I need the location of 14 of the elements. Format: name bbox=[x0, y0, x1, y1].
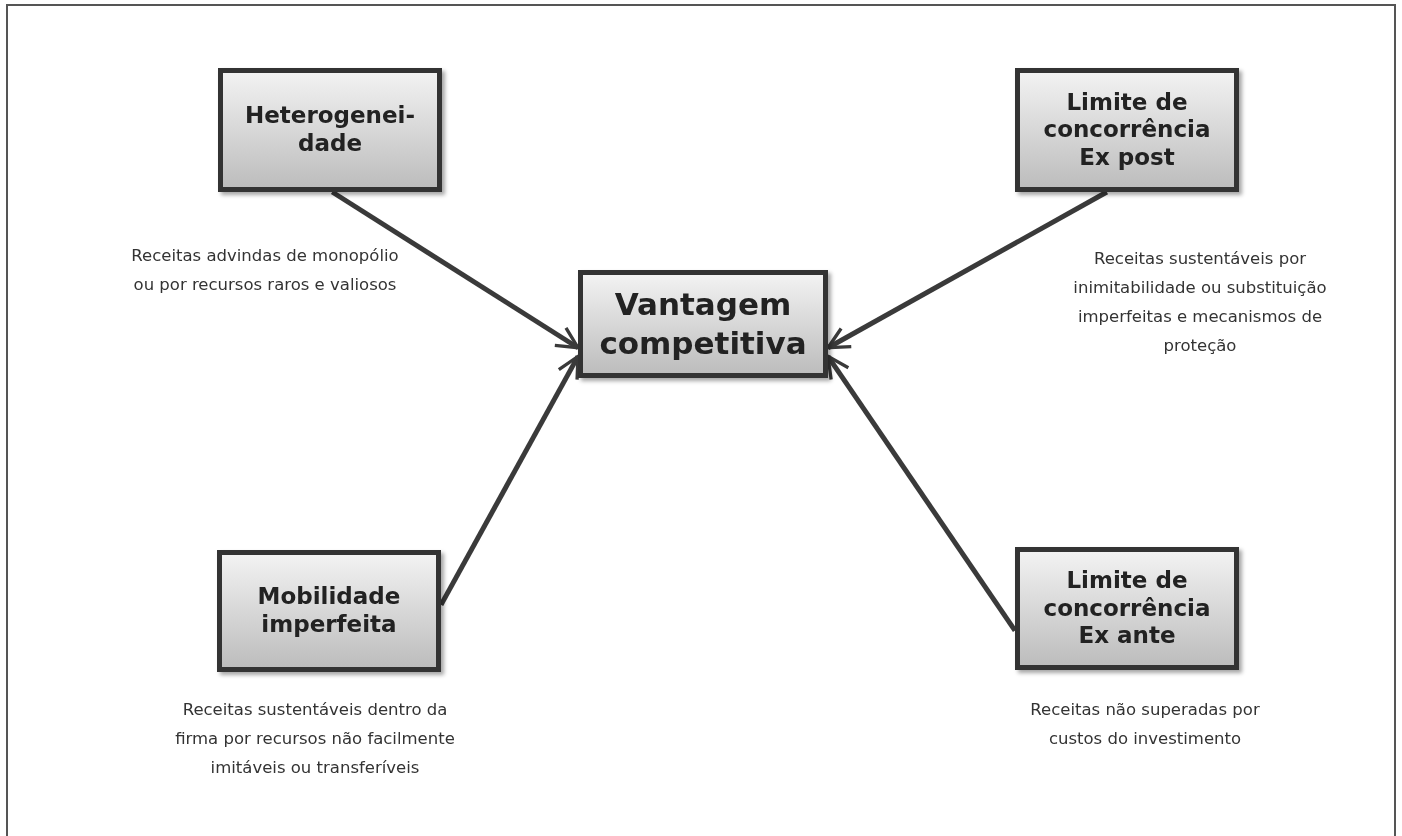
concept-box bbox=[1015, 68, 1239, 192]
description-text: Receitas sustentáveis por inimitabilidade ou substituição imperfeitas e mecanismos de proteção bbox=[1072, 248, 1328, 357]
concept-box bbox=[1015, 547, 1239, 670]
concept-box bbox=[218, 68, 442, 192]
description-text: Receitas não superadas por custos do investimento bbox=[1029, 699, 1261, 750]
description-text: Receitas sustentáveis dentro da firma por recursos não facilmente imitáveis ou transferíveis bbox=[174, 699, 456, 779]
box-title: Heterogenei- dade bbox=[243, 102, 417, 158]
concept-box bbox=[217, 550, 441, 672]
box-title: Vantagem competitiva bbox=[599, 285, 807, 363]
concept-box bbox=[578, 270, 828, 378]
box-title: Limite de concorrência Ex post bbox=[1042, 88, 1212, 172]
box-title: Mobilidade imperfeita bbox=[256, 583, 402, 639]
description-text: Receitas advindas de monopólio ou por recursos raros e valiosos bbox=[130, 245, 400, 296]
box-title: Limite de concorrência Ex ante bbox=[1042, 567, 1212, 650]
